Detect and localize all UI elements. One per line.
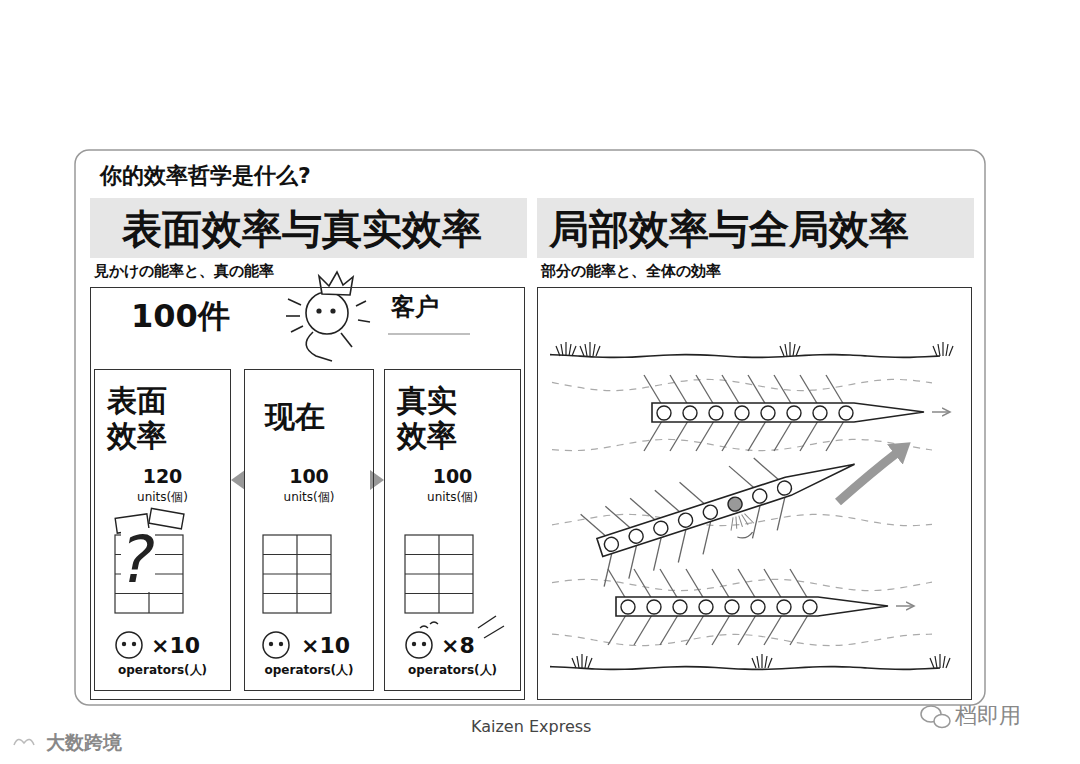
underline <box>388 333 470 335</box>
title: 你的效率哲学是什么? <box>100 165 311 187</box>
unit: units(個) <box>245 491 373 505</box>
panel-box: 見かけの能率と、真の能率100件客户表面效率120units(個)×10oper… <box>90 287 525 700</box>
heading: 真实效率 <box>397 384 461 453</box>
question-mark: ? <box>121 528 155 592</box>
operator-count: ×8 <box>441 633 475 658</box>
wechat-icon <box>921 706 950 728</box>
outer-frame <box>75 150 985 705</box>
panel-text: 100件 <box>131 298 230 335</box>
heading: 表面效率 <box>107 384 171 453</box>
river-illustration <box>550 342 953 669</box>
unit: operators(人) <box>385 664 520 678</box>
section-heading: 表面效率与真实效率 <box>122 206 482 252</box>
turn-arrow <box>838 452 898 502</box>
unit: operators(人) <box>245 664 373 678</box>
operator-count: ×10 <box>301 633 350 658</box>
process-box: 表面效率 120 units(個) ×10 operators(人) <box>94 369 231 691</box>
header-band: 表面效率与真实效率 <box>90 198 527 258</box>
process-box: 现在 100 units(個) ×10 operators(人) <box>244 369 374 691</box>
count: 120 <box>95 466 230 488</box>
operator-count: ×10 <box>151 633 200 658</box>
unit: operators(人) <box>95 664 230 678</box>
flow-arrow <box>374 475 376 485</box>
unit: units(個) <box>95 491 230 505</box>
unit-tables <box>115 535 473 613</box>
panel-text: 客户 <box>391 294 439 322</box>
customer-figure <box>286 272 370 361</box>
count: 100 <box>385 466 520 488</box>
section-heading: 局部效率与全局效率 <box>549 206 909 252</box>
watermark-icon <box>14 739 34 745</box>
process-box: 真实效率 100 units(個) ×8 operators(人) <box>384 369 521 691</box>
watermark: 大数跨境 <box>46 733 122 752</box>
footer-credit: Kaizen Express <box>471 719 591 735</box>
unit: units(個) <box>385 491 520 505</box>
subtitle: 見かけの能率と、真の能率 <box>94 263 274 280</box>
panel-box: 部分の能率と、全体の効率 <box>537 287 972 700</box>
count: 100 <box>245 466 373 488</box>
watermark: 档即用 <box>955 705 1021 727</box>
header-band: 局部效率与全局效率 <box>537 198 974 258</box>
subtitle: 部分の能率と、全体の効率 <box>541 263 721 280</box>
heading: 现在 <box>265 400 325 435</box>
